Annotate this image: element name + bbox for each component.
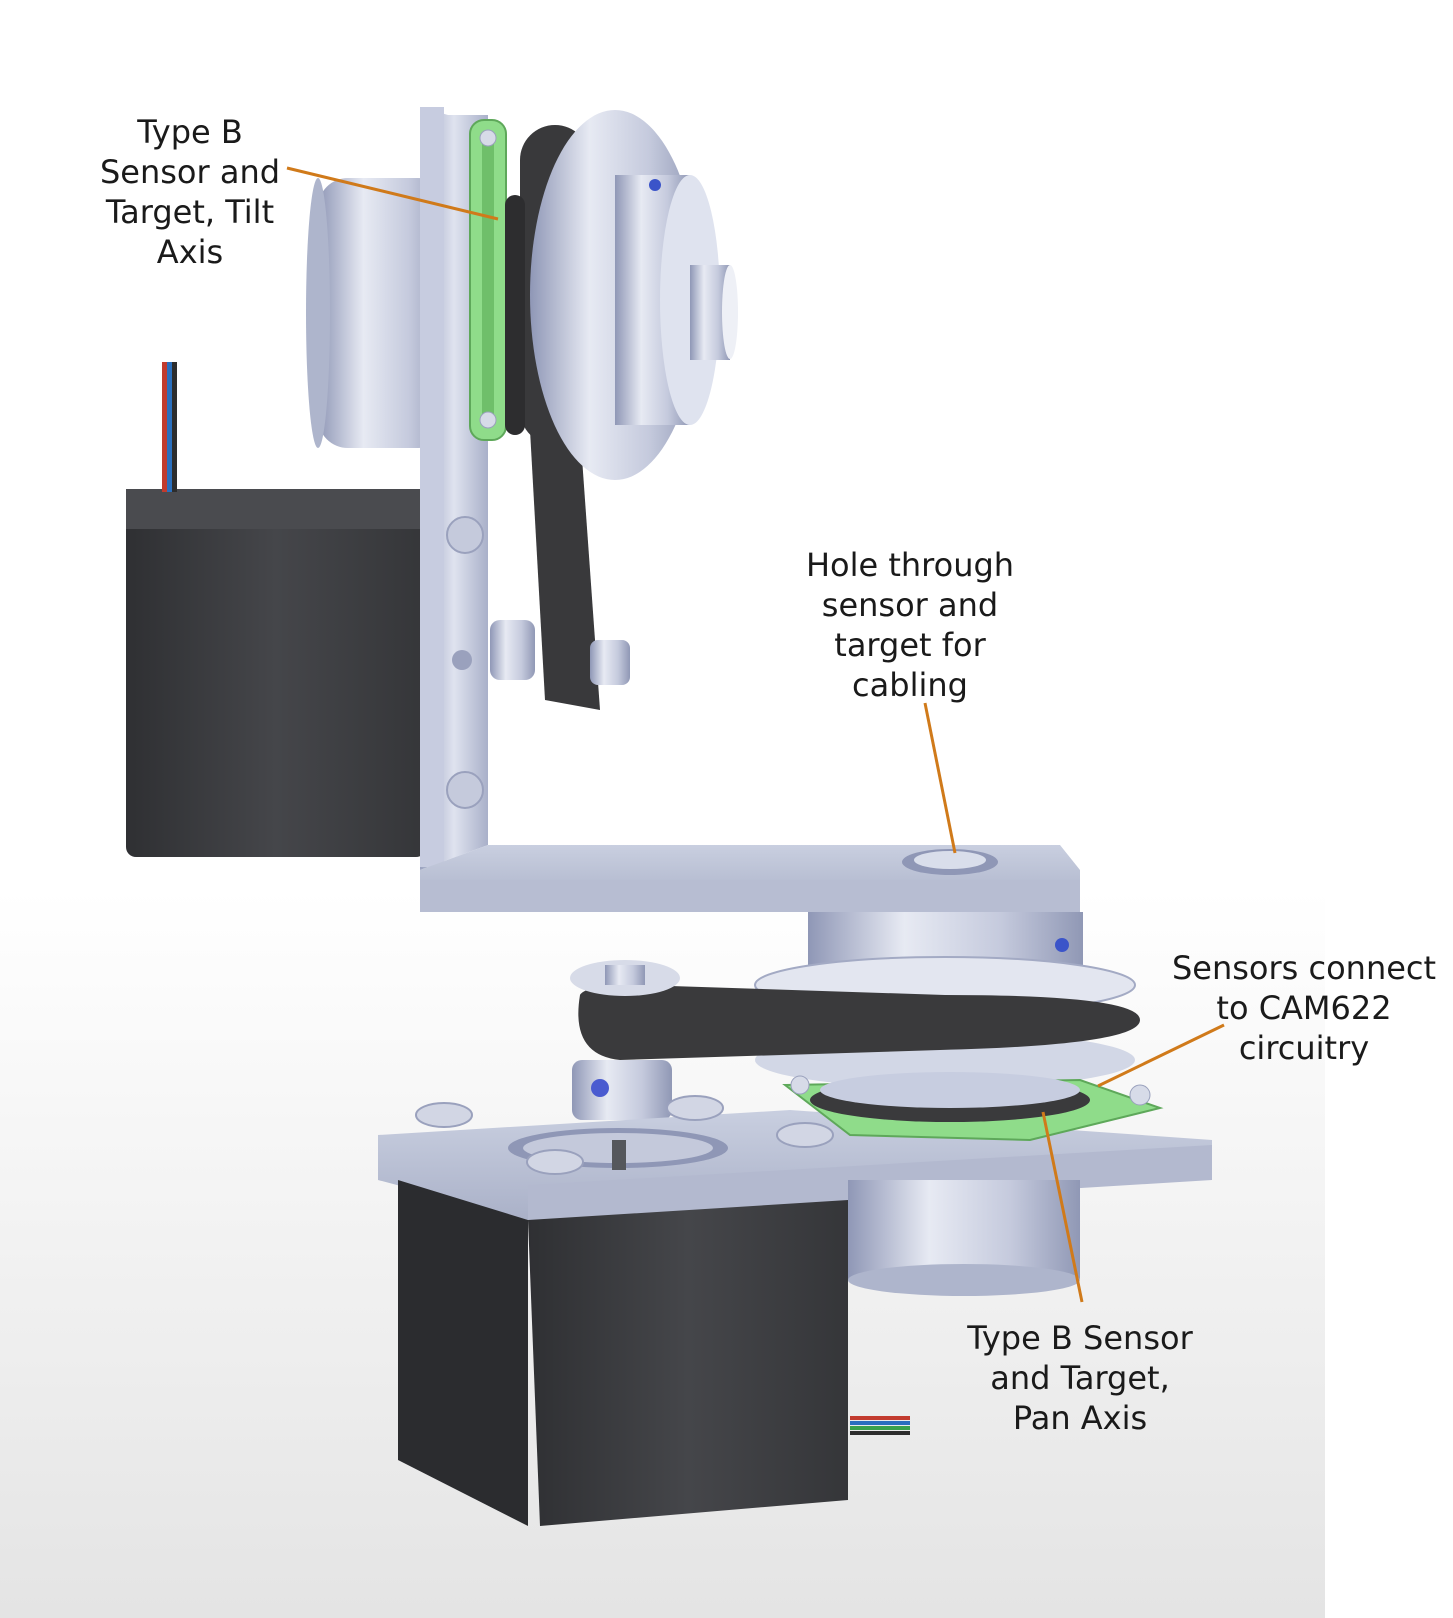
leader-lines — [286, 166, 1225, 1303]
leader-cable-hole — [923, 702, 957, 854]
cable-hole-line-4: cabling — [852, 666, 968, 704]
tilt-rear-pulley — [306, 178, 448, 448]
tilt-sensor-annotation: Type B Sensor and Target, Tilt Axis — [72, 112, 308, 272]
pan-sensor-pcb — [782, 1072, 1164, 1142]
cable-hole-line-2: sensor and — [821, 586, 999, 624]
leader-pan-sensor — [1041, 1111, 1084, 1303]
pan-belt — [578, 985, 1140, 1060]
pan-sensor-line-2: and Target, — [990, 1359, 1170, 1397]
tilt-sensor-line-2: Sensor and — [99, 153, 281, 191]
cable-hole-annotation: Hole through sensor and target for cabli… — [770, 545, 1050, 705]
pan-sensor-line-1: Type B Sensor — [967, 1319, 1193, 1357]
sensors-connect-annotation: Sensors connect to CAM622 circuitry — [1158, 948, 1450, 1068]
sensors-connect-line-1: Sensors connect — [1171, 949, 1437, 987]
cable-hole-line-3: target for — [834, 626, 986, 664]
tilt-front-pulley — [530, 110, 738, 480]
tilt-sensor-line-1: Type B — [137, 113, 243, 151]
pan-sensor-annotation: Type B Sensor and Target, Pan Axis — [940, 1318, 1220, 1438]
pan-lower-cylinder — [848, 1180, 1080, 1296]
tilt-sensor-line-4: Axis — [156, 233, 224, 271]
sensors-connect-line-3: circuitry — [1238, 1029, 1370, 1067]
horizontal-bracket — [420, 845, 1080, 912]
tilt-motor — [126, 362, 426, 857]
tilt-sensor-pcb — [469, 119, 507, 441]
motor-pulley — [570, 960, 680, 1120]
sensors-connect-line-2: to CAM622 — [1216, 989, 1392, 1027]
pan-motor — [398, 1180, 910, 1526]
right-margin — [1325, 0, 1453, 1618]
pan-sensor-line-3: Pan Axis — [1012, 1399, 1148, 1437]
tilt-sensor-line-3: Target, Tilt — [105, 193, 275, 231]
cable-hole-line-1: Hole through — [805, 546, 1015, 584]
leader-sensors-connect — [1097, 1023, 1225, 1088]
idler-pulley — [490, 620, 630, 685]
leader-tilt-sensor — [286, 166, 499, 221]
